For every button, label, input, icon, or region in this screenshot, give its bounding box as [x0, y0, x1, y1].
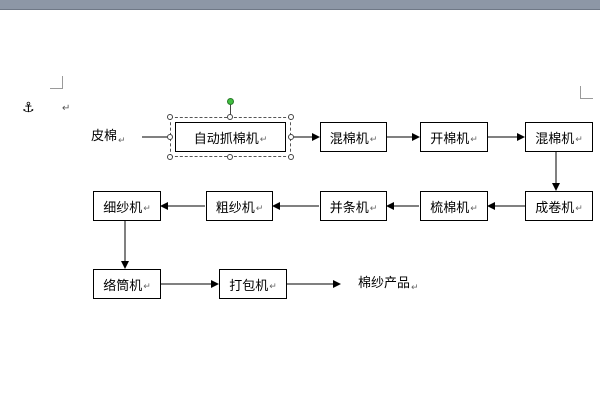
node-label: 细纱机 — [103, 200, 143, 216]
resize-handle-se[interactable] — [288, 154, 294, 160]
paragraph-mark: ↵ — [470, 204, 478, 214]
paragraph-mark: ↵ — [369, 204, 378, 214]
page-margin-corner-top-left — [50, 76, 63, 89]
resize-handle-s[interactable] — [227, 154, 233, 160]
resize-handle-w[interactable] — [167, 134, 173, 140]
flow-node-mixer-2[interactable]: 混棉机↵ — [525, 122, 593, 152]
paragraph-mark: ↵ — [62, 103, 71, 114]
paragraph-mark: ↵ — [575, 204, 583, 214]
resize-handle-sw[interactable] — [167, 154, 173, 160]
node-label: 打包机 — [229, 278, 269, 294]
flow-node-carding[interactable]: 梳棉机↵ — [420, 191, 488, 221]
window-top-bar — [0, 0, 600, 10]
paragraph-mark: ↵ — [369, 135, 378, 145]
paragraph-mark: ↵ — [575, 135, 583, 145]
node-label: 梳棉机 — [430, 200, 470, 216]
paragraph-mark: ↵ — [143, 282, 151, 292]
flow-node-mixer-1[interactable]: 混棉机↵ — [320, 122, 387, 152]
flow-node-spinning-frame[interactable]: 细纱机↵ — [93, 191, 161, 221]
paragraph-mark: ↵ — [118, 136, 126, 146]
paragraph-mark: ↵ — [143, 204, 151, 214]
resize-handle-n[interactable] — [227, 114, 233, 120]
anchor-icon[interactable]: ⚓ — [22, 100, 35, 116]
node-label: 络筒机 — [103, 278, 143, 294]
flow-node-auto-bale-opener[interactable]: 自动抓棉机↵ — [175, 122, 286, 152]
paragraph-mark: ↵ — [470, 135, 478, 145]
node-label: 粗纱机 — [215, 200, 255, 216]
paragraph-mark: ↵ — [411, 283, 419, 293]
start-label: 皮棉↵ — [91, 129, 126, 146]
node-label: 混棉机 — [329, 131, 369, 147]
rotation-handle[interactable] — [227, 98, 234, 105]
paragraph-mark: ↵ — [255, 204, 264, 214]
flow-node-lap-former[interactable]: 成卷机↵ — [525, 191, 593, 221]
flow-node-opener[interactable]: 开棉机↵ — [420, 122, 488, 152]
resize-handle-e[interactable] — [288, 134, 294, 140]
node-label: 开棉机 — [430, 131, 470, 147]
flow-node-roving-frame[interactable]: 粗纱机↵ — [206, 191, 273, 221]
flow-node-baler[interactable]: 打包机↵ — [219, 269, 287, 299]
end-label: 棉纱产品↵ — [358, 276, 419, 293]
node-label: 自动抓棉机 — [193, 131, 259, 147]
start-label-text: 皮棉 — [91, 129, 118, 144]
node-label: 混棉机 — [535, 131, 575, 147]
resize-handle-nw[interactable] — [167, 114, 173, 120]
end-label-text: 棉纱产品 — [358, 276, 411, 291]
paragraph-mark: ↵ — [269, 282, 277, 292]
node-label: 并条机 — [329, 200, 369, 216]
flow-node-winder[interactable]: 络筒机↵ — [93, 269, 161, 299]
paragraph-mark: ↵ — [259, 135, 268, 145]
rotation-handle-stem — [230, 104, 231, 117]
page-margin-corner-top-right — [580, 86, 593, 99]
resize-handle-ne[interactable] — [288, 114, 294, 120]
flow-node-drawing-frame[interactable]: 并条机↵ — [320, 191, 387, 221]
node-label: 成卷机 — [535, 200, 575, 216]
